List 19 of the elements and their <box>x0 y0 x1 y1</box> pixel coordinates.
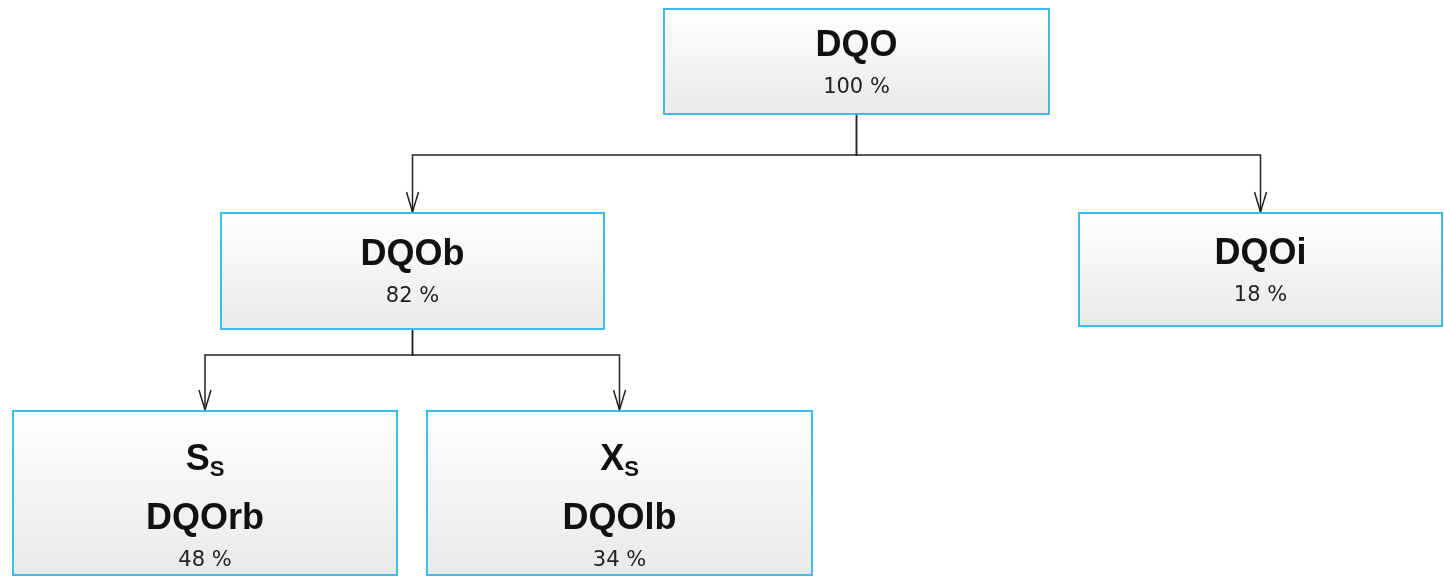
box-title: DQOlb <box>562 495 677 539</box>
box-title: DQO <box>815 21 898 66</box>
process-box <box>220 212 605 330</box>
box-title: X$_{S}$ <box>600 436 639 483</box>
process-box <box>1078 212 1443 327</box>
arrow <box>855 114 1268 213</box>
process-box <box>426 410 813 576</box>
percentage-label: 34 % <box>592 546 647 573</box>
process-box <box>12 410 398 576</box>
percentage-label: 18 % <box>1233 280 1288 308</box>
box-title: S$_{S}$ <box>185 436 225 483</box>
box-title: DQOi <box>1214 229 1307 274</box>
percentage-label: 48 % <box>178 546 232 573</box>
box-title: DQOb <box>360 231 465 275</box>
arrow <box>411 329 627 411</box>
process-box <box>663 8 1050 115</box>
percentage-label: 100 % <box>823 72 890 100</box>
percentage-label: 82 % <box>385 282 440 309</box>
box-title: DQOrb <box>146 495 264 539</box>
